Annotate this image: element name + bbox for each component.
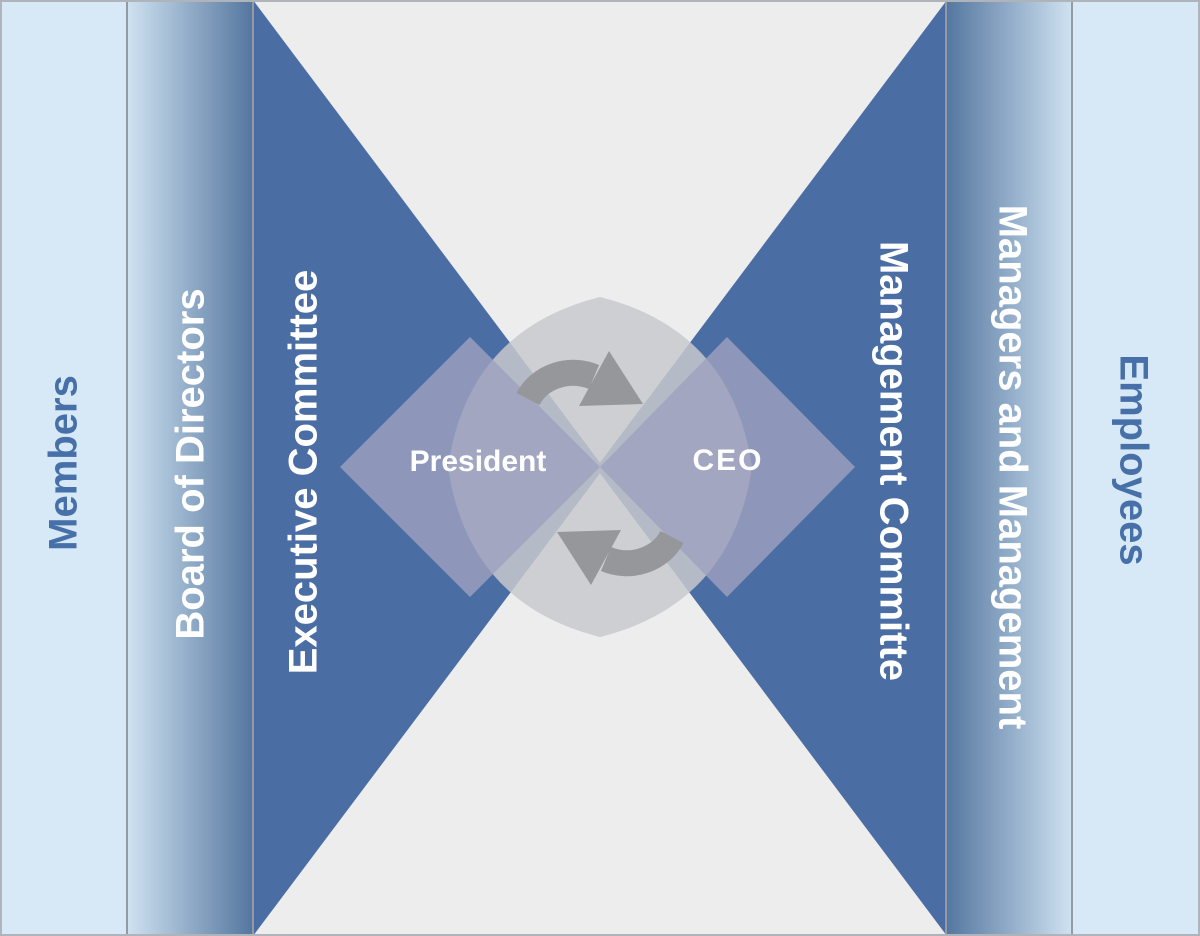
cycle-arrow-top-icon — [516, 351, 643, 406]
managers-column-bg — [946, 0, 1072, 936]
cycle-arrow-bottom-icon — [557, 530, 684, 585]
employees-column-bg — [1072, 0, 1200, 936]
board-of-directors-column-bg — [127, 0, 253, 936]
ceo-diamond — [600, 337, 855, 597]
members-column-bg — [0, 0, 127, 936]
